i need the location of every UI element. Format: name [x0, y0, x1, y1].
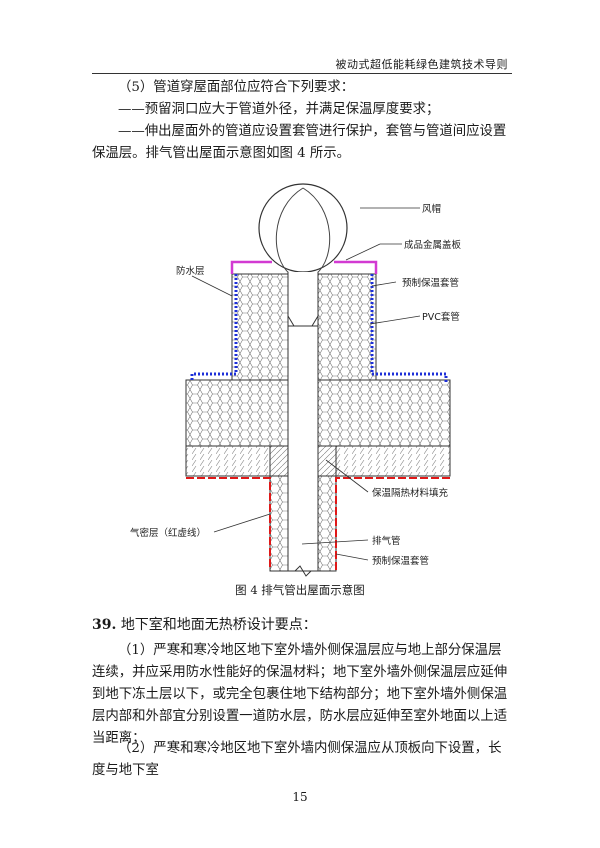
- label-prefab-sleeve-bottom: 预制保温套管: [372, 555, 429, 567]
- running-header: 被动式超低能耗绿色建筑技术导则: [92, 56, 508, 71]
- section-39-item-1: （1）严寒和寒冷地区地下室外墙外侧保温层应与地上部分保温层连续，并应采用防水性能…: [92, 643, 508, 746]
- exhaust-pipe-channel: [287, 325, 319, 572]
- label-metal-cover: 成品金属盖板: [404, 239, 462, 251]
- label-hood: 风帽: [422, 203, 441, 215]
- section-39-title: 地下室和地面无热桥设计要点：: [120, 617, 317, 633]
- label-exhaust-pipe: 排气管: [372, 535, 401, 547]
- airtight-line: [186, 477, 450, 570]
- p5-title: （5）管道穿屋面部位应符合下列要求：: [118, 80, 355, 95]
- section-39-item-2: （2）严寒和寒冷地区地下室外墙内侧保温应从顶板向下设置，长度与地下室: [92, 741, 502, 778]
- section-39-number: 39.: [92, 617, 117, 633]
- p5-item-a: ——预留洞口应大于管道外径，并满足保温厚度要求；: [118, 102, 440, 117]
- roof-insulation-left: [185, 379, 289, 447]
- insulation-right-upper: [317, 273, 377, 381]
- section-39-heading: 39. 地下室和地面无热桥设计要点：: [92, 614, 508, 636]
- lower-sleeve-left: [269, 475, 289, 572]
- figure-caption: 图 4 排气管出屋面示意图: [235, 583, 365, 597]
- roof-insulation-right: [317, 379, 451, 447]
- slab-right: [335, 445, 451, 477]
- slab-left: [185, 445, 271, 477]
- metal-cover-line: [230, 260, 378, 274]
- label-waterproof: 防水层: [176, 265, 205, 277]
- label-airtight: 气密层（红虚线）: [130, 527, 206, 539]
- hood-shape: [258, 183, 348, 327]
- insulation-left-upper: [231, 273, 289, 381]
- header-rule: [92, 73, 512, 74]
- fill-left: [269, 445, 289, 477]
- page-number: 15: [292, 790, 308, 804]
- header-title: 被动式超低能耗绿色建筑技术导则: [335, 58, 508, 71]
- break-line: [270, 565, 336, 577]
- exhaust-pipe-figure: 风帽 成品金属盖板 防水层 预制保温套管 PVC套管 保温隔热材料填充 气密层（…: [120, 178, 500, 588]
- label-insulation-fill: 保温隔热材料填充: [372, 487, 449, 499]
- label-pvc-sleeve: PVC套管: [422, 311, 460, 323]
- p5-item-b: ——伸出屋面外的管道应设置套管进行保护，套管与管道间应设置保温层。排气管出屋面示…: [92, 124, 507, 161]
- lower-sleeve-right: [317, 475, 337, 572]
- label-prefab-sleeve-top: 预制保温套管: [402, 277, 459, 289]
- exhaust-pipe-diagram: 风帽 成品金属盖板 防水层 预制保温套管 PVC套管 保温隔热材料填充 气密层（…: [130, 183, 462, 577]
